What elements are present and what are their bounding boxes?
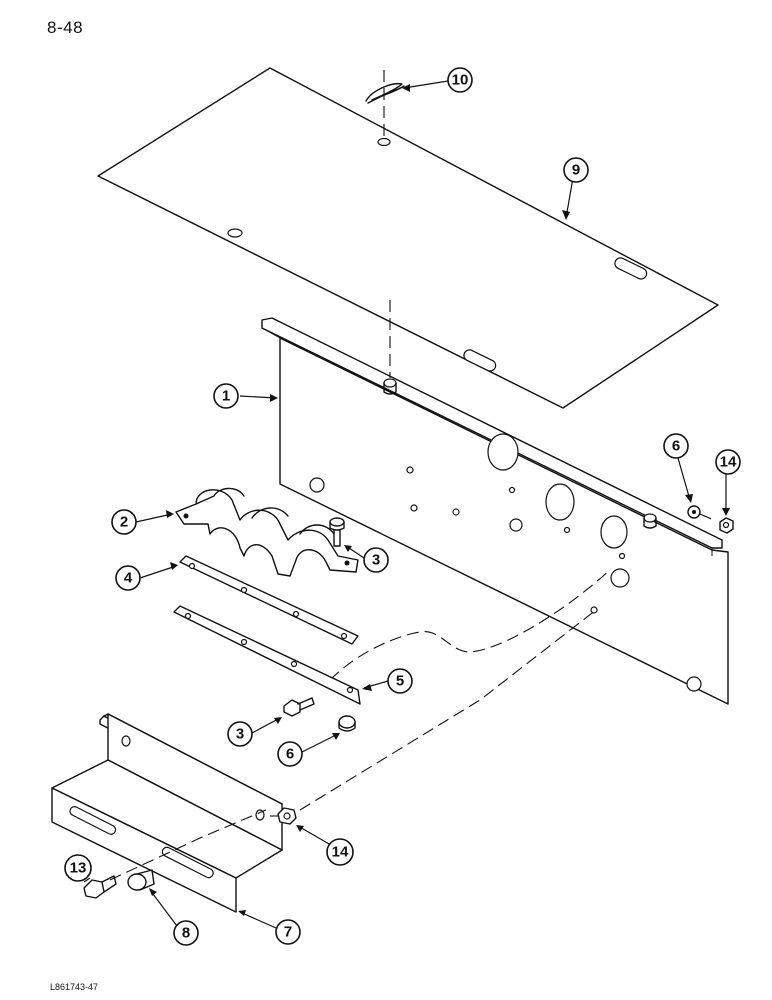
figure-code: L861743-47 [50, 982, 99, 992]
svg-text:2: 2 [120, 514, 128, 531]
svg-text:4: 4 [124, 570, 133, 587]
svg-text:10: 10 [452, 72, 469, 89]
bolt-part-13 [83, 875, 117, 899]
svg-text:3: 3 [236, 726, 244, 743]
svg-text:7: 7 [284, 924, 292, 941]
plate-hole [545, 483, 575, 521]
nut-part-6-lower [338, 715, 356, 732]
callout-4: 4 [115, 565, 141, 591]
svg-text:5: 5 [396, 673, 404, 690]
callout-14: 14 [326, 838, 354, 866]
svg-text:14: 14 [332, 844, 349, 861]
svg-text:8: 8 [182, 925, 190, 942]
svg-text:14: 14 [720, 454, 737, 471]
callout-14: 14 [715, 449, 741, 475]
callout-6: 6 [277, 741, 303, 767]
bolt-part-3-upper [329, 517, 345, 547]
cover-hole [227, 228, 243, 238]
retaining-pin-part-10 [365, 70, 405, 137]
callout-10: 10 [447, 67, 473, 93]
page-number: 8-48 [47, 18, 84, 37]
svg-text:13: 13 [70, 860, 87, 877]
svg-text:1: 1 [222, 388, 230, 405]
cover-slot [463, 349, 497, 372]
callout-5: 5 [387, 668, 413, 694]
plate-hole [600, 515, 628, 549]
svg-text:9: 9 [572, 162, 580, 179]
svg-text:6: 6 [286, 746, 294, 763]
nut-part-6-upper [687, 505, 701, 519]
strap-part-5 [173, 605, 361, 705]
svg-text:6: 6 [672, 438, 680, 455]
callout-13: 13 [64, 854, 92, 882]
hose-clamp-part-2 [175, 487, 359, 577]
strap-part-4 [179, 555, 359, 645]
cover-hole [377, 137, 391, 147]
mounting-plate-part-1 [261, 317, 729, 811]
nut-part-14-lower [277, 807, 297, 825]
bolt-part-3-lower [283, 697, 315, 717]
cover-slot [614, 257, 648, 280]
callout-3: 3 [363, 547, 389, 573]
callout-9: 9 [563, 157, 589, 183]
callout-3: 3 [227, 721, 253, 747]
callout-1: 1 [213, 383, 239, 409]
angle-bracket-part-7 [51, 713, 283, 913]
nut-part-14-upper [719, 517, 734, 534]
svg-text:3: 3 [372, 552, 380, 569]
callout-8: 8 [173, 920, 199, 946]
plate-hole [487, 433, 519, 471]
plug-part-8 [127, 869, 155, 891]
callout-7: 7 [275, 919, 301, 945]
leaders [83, 80, 730, 931]
callout-2: 2 [111, 509, 137, 535]
callout-6: 6 [663, 433, 689, 459]
cover-plate-part-9 [97, 67, 719, 409]
